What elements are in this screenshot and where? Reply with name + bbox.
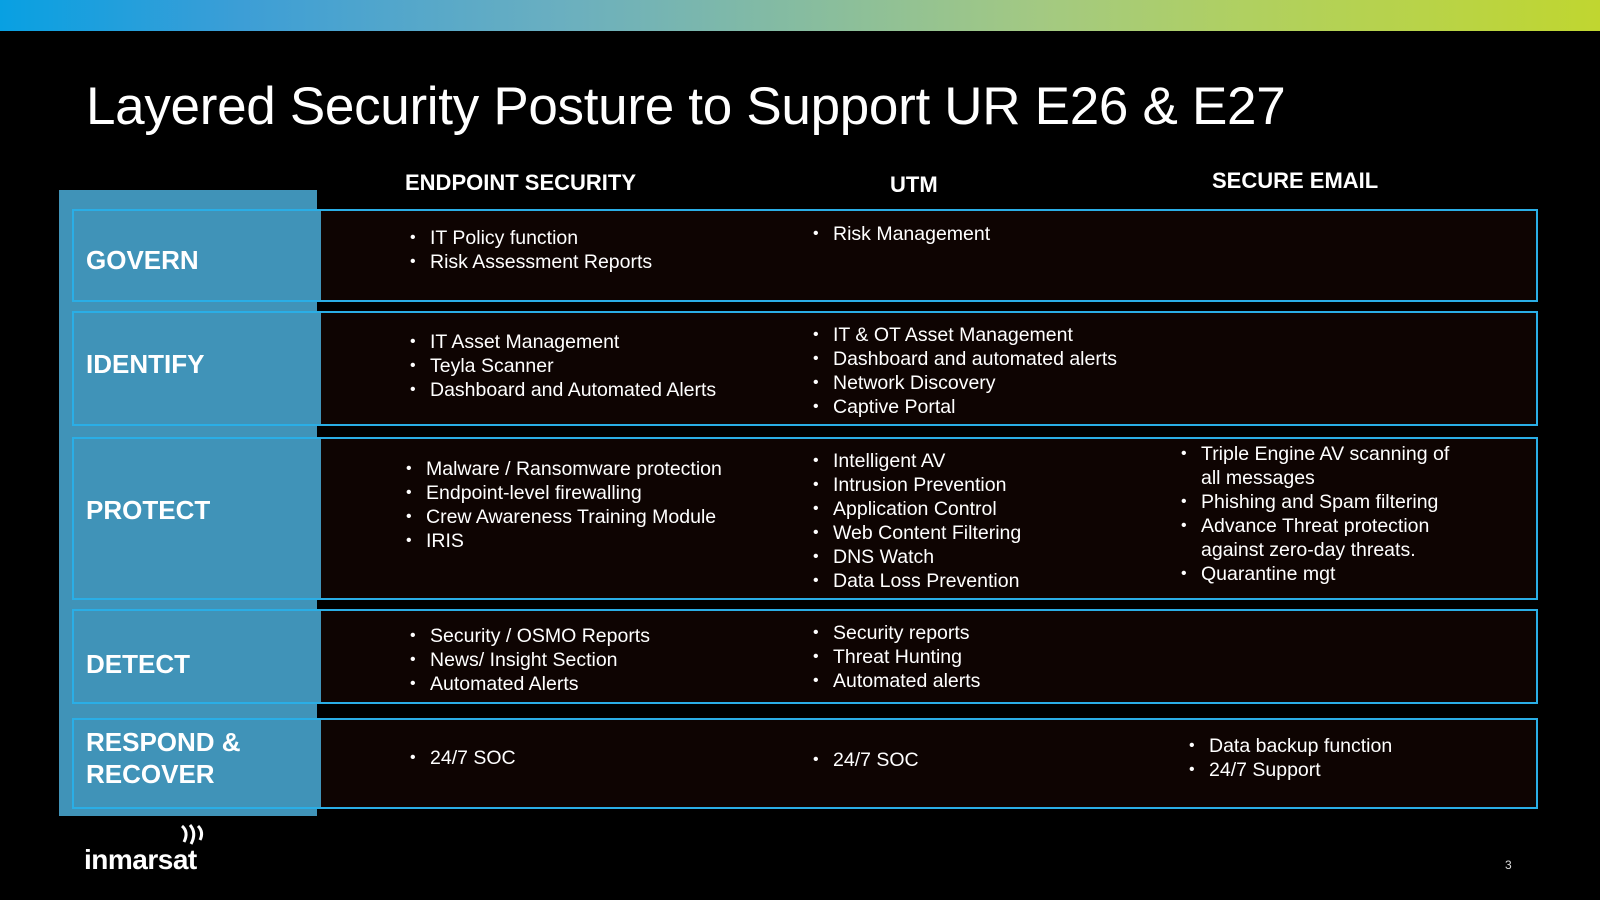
- brand-gradient-bar: [0, 0, 1600, 31]
- list-item: Security / OSMO Reports: [410, 624, 650, 648]
- row-label-identify: IDENTIFY: [86, 349, 205, 379]
- page-number: 3: [1505, 858, 1512, 872]
- list-item: IRIS: [406, 529, 722, 553]
- row-govern: [72, 209, 1538, 302]
- cell-respond-recover-utm: 24/7 SOC: [813, 748, 919, 772]
- column-header-secure-email: SECURE EMAIL: [1212, 168, 1379, 193]
- list-item: News/ Insight Section: [410, 648, 650, 672]
- inmarsat-logo: inmarsat: [84, 824, 224, 876]
- list-item: Intrusion Prevention: [813, 473, 1021, 497]
- list-item: Endpoint-level firewalling: [406, 481, 722, 505]
- list-item: Data backup function: [1189, 734, 1479, 758]
- list-item: Crew Awareness Training Module: [406, 505, 722, 529]
- column-header-endpoint-security: ENDPOINT SECURITY: [405, 170, 637, 195]
- list-item: Advance Threat protection against zero-d…: [1181, 514, 1471, 562]
- cell-detect-endpoint: Security / OSMO ReportsNews/ Insight Sec…: [410, 624, 650, 696]
- cell-detect-utm: Security reportsThreat HuntingAutomated …: [813, 621, 980, 693]
- list-item: Automated Alerts: [410, 672, 650, 696]
- list-item: IT Asset Management: [410, 330, 716, 354]
- list-item: Automated alerts: [813, 669, 980, 693]
- row-identify: [72, 311, 1538, 426]
- column-header-utm: UTM: [890, 172, 938, 197]
- list-item: Application Control: [813, 497, 1021, 521]
- cell-protect-email: Triple Engine AV scanning of all message…: [1181, 442, 1471, 586]
- list-item: Teyla Scanner: [410, 354, 716, 378]
- row-detect: [72, 609, 1538, 704]
- slide-title: Layered Security Posture to Support UR E…: [86, 77, 1286, 136]
- list-item: Triple Engine AV scanning of all message…: [1181, 442, 1471, 490]
- list-item: 24/7 Support: [1189, 758, 1479, 782]
- list-item: Quarantine mgt: [1181, 562, 1471, 586]
- cell-respond-recover-endpoint: 24/7 SOC: [410, 746, 516, 770]
- list-item: Risk Management: [813, 222, 990, 246]
- cell-govern-utm: Risk Management: [813, 222, 990, 246]
- list-item: Security reports: [813, 621, 980, 645]
- list-item: Web Content Filtering: [813, 521, 1021, 545]
- list-item: Phishing and Spam filtering: [1181, 490, 1471, 514]
- signal-waves-icon: [180, 824, 204, 845]
- list-item: Threat Hunting: [813, 645, 980, 669]
- row-label-cell: [72, 209, 321, 302]
- list-item: IT & OT Asset Management: [813, 323, 1117, 347]
- cell-identify-endpoint: IT Asset ManagementTeyla ScannerDashboar…: [410, 330, 716, 402]
- row-label-detect: DETECT: [86, 649, 190, 679]
- list-item: Captive Portal: [813, 395, 1117, 419]
- list-item: Data Loss Prevention: [813, 569, 1021, 593]
- row-label-respond-recover: RECOVER: [86, 759, 215, 789]
- row-label-cell: [72, 437, 321, 600]
- logo-wordmark: inmarsat: [84, 844, 197, 875]
- list-item: Dashboard and automated alerts: [813, 347, 1117, 371]
- row-label-cell: [72, 609, 321, 704]
- list-item: IT Policy function: [410, 226, 652, 250]
- list-item: Intelligent AV: [813, 449, 1021, 473]
- cell-protect-endpoint: Malware / Ransomware protectionEndpoint-…: [406, 457, 722, 553]
- row-label-protect: PROTECT: [86, 495, 211, 525]
- row-label-cell: [72, 311, 321, 426]
- list-item: DNS Watch: [813, 545, 1021, 569]
- cell-identify-utm: IT & OT Asset ManagementDashboard and au…: [813, 323, 1117, 419]
- list-item: Network Discovery: [813, 371, 1117, 395]
- list-item: Dashboard and Automated Alerts: [410, 378, 716, 402]
- list-item: Risk Assessment Reports: [410, 250, 652, 274]
- row-label-govern: GOVERN: [86, 245, 199, 275]
- cell-protect-utm: Intelligent AVIntrusion PreventionApplic…: [813, 449, 1021, 593]
- cell-respond-recover-email: Data backup function24/7 Support: [1189, 734, 1479, 782]
- list-item: 24/7 SOC: [813, 748, 919, 772]
- row-respond-recover: [72, 718, 1538, 809]
- row-label-respond-recover: RESPOND &: [86, 727, 241, 757]
- list-item: Malware / Ransomware protection: [406, 457, 722, 481]
- list-item: 24/7 SOC: [410, 746, 516, 770]
- cell-govern-endpoint: IT Policy functionRisk Assessment Report…: [410, 226, 652, 274]
- row-label-cell: [72, 718, 321, 809]
